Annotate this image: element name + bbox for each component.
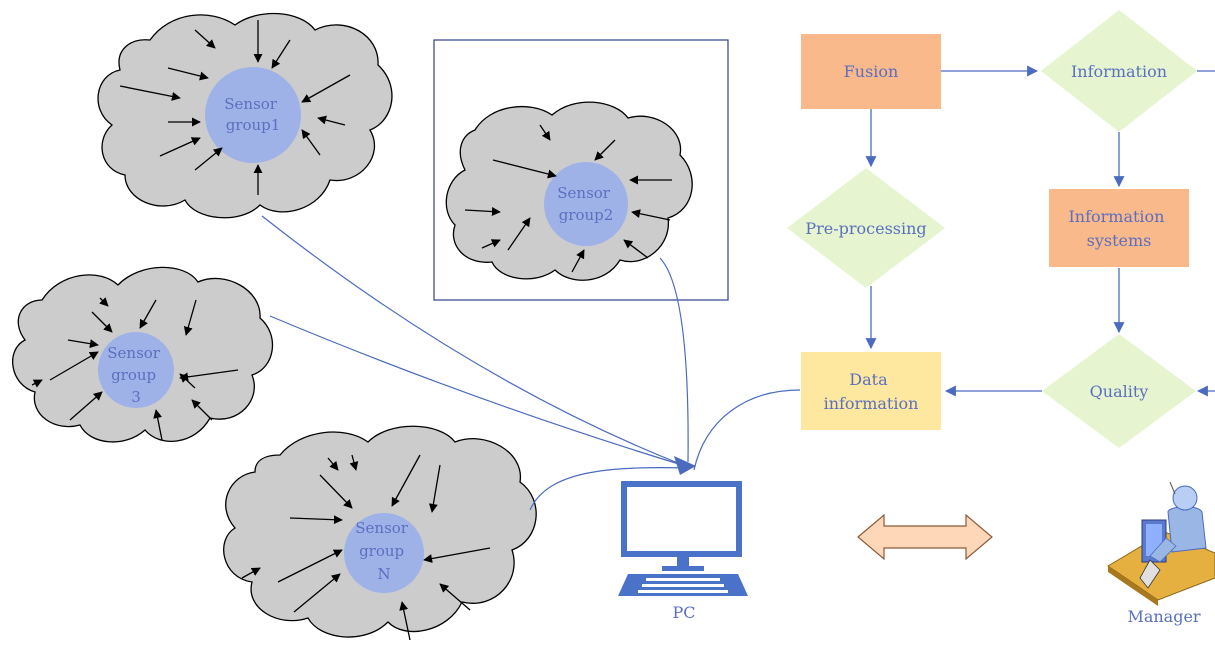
network-connections: [261, 215, 801, 511]
sensor-arrow: [277, 549, 343, 583]
double-headed-arrow-icon: [857, 513, 993, 561]
sensor-arrow: [481, 239, 501, 249]
sensor-arrow: [179, 369, 239, 382]
sensor-arrow: [67, 339, 99, 349]
connection-group3-pc: [269, 315, 683, 466]
sensor-group-n-node: [344, 513, 424, 593]
sensor-arrow: [391, 454, 421, 507]
manager-label: Manager: [1127, 607, 1200, 626]
sensor-group-2-label: Sensor group2: [557, 184, 615, 224]
preprocessing-diamond: [787, 168, 945, 288]
sensor-arrow: [99, 297, 109, 307]
sensor-group-3-cloud: Sensor group 3: [12, 266, 274, 443]
quality-diamond: [1042, 334, 1196, 448]
pc-icon: [618, 481, 748, 596]
sensor-arrow: [191, 399, 213, 421]
sensor-arrow: [289, 515, 343, 525]
pc-label: PC: [672, 603, 695, 622]
sensor-arrow: [167, 67, 209, 81]
sensor-arrow: [179, 373, 196, 389]
connection-groupn-pc: [529, 466, 691, 511]
sensor-arrow: [271, 39, 291, 69]
information-systems-label: Information systems: [1068, 207, 1169, 250]
person-at-desk-icon: [1107, 481, 1215, 606]
connection-data-pc: [693, 389, 801, 471]
sensor-arrow: [194, 29, 216, 49]
sensor-group-2-node: [544, 162, 628, 246]
sensor-arrow: [119, 85, 181, 101]
sensor-arrow: [439, 583, 471, 611]
sensor-arrow: [293, 573, 341, 613]
sensor-group-n-cloud: Sensor group N: [223, 425, 537, 641]
sensor-arrow: [194, 147, 223, 171]
sensor-arrow: [139, 299, 157, 329]
sensor-arrow: [464, 207, 501, 217]
sensor-group-1-label: Sensor group1: [224, 95, 282, 134]
sensor-arrow: [49, 351, 99, 381]
sensor-arrow: [159, 137, 201, 157]
sensor-arrow: [631, 209, 671, 221]
sensor-arrow: [399, 601, 411, 641]
sensor-arrow: [327, 457, 339, 471]
preprocessing-label: Pre-processing: [805, 219, 926, 238]
data-information-box: [801, 352, 941, 430]
sensor-arrow: [69, 391, 103, 421]
sensor-arrow: [492, 159, 557, 179]
sensor-arrow: [319, 474, 353, 509]
sensor-group-3-label: Sensor group 3: [107, 344, 165, 406]
information-diamond: [1041, 10, 1197, 132]
sensor-group-2-cloud: Sensor group2: [445, 101, 693, 281]
sensor-arrow: [623, 239, 649, 259]
sensor-arrow: [594, 139, 616, 161]
sensor-group-n-label: Sensor group N: [355, 519, 413, 583]
sensor-group-2-frame: [433, 39, 729, 301]
sensor-group-1-node: [205, 67, 301, 163]
sensor-arrow: [423, 547, 491, 563]
sensor-arrow: [183, 299, 197, 336]
sensor-arrow: [153, 409, 163, 441]
sensor-arrow: [31, 379, 43, 388]
sensor-arrow: [507, 217, 531, 251]
sensor-arrow: [539, 124, 551, 141]
sensor-arrow: [317, 115, 346, 126]
pc-input-arrowhead: [674, 456, 696, 475]
sensor-arrow: [349, 454, 359, 471]
sensor-arrow: [301, 129, 321, 156]
quality-label: Quality: [1090, 382, 1149, 401]
sensor-group-3-node: [98, 332, 174, 408]
sensor-group-1-cloud: Sensor group1: [97, 12, 393, 219]
information-systems-box: [1049, 189, 1189, 267]
connection-group1-pc: [261, 215, 679, 464]
connection-group2-pc: [659, 257, 689, 463]
sensor-arrow: [428, 464, 441, 513]
sensor-arrow: [301, 74, 351, 103]
data-information-label: Data information: [824, 370, 919, 413]
fusion-label: Fusion: [844, 62, 899, 81]
fusion-box: [801, 34, 941, 109]
sensor-arrow: [91, 311, 113, 333]
processing-flowchart: Fusion Information Pre-processing Inform…: [787, 10, 1215, 448]
sensor-arrow: [571, 249, 585, 273]
sensor-arrow: [241, 567, 261, 579]
information-label: Information: [1071, 62, 1167, 81]
